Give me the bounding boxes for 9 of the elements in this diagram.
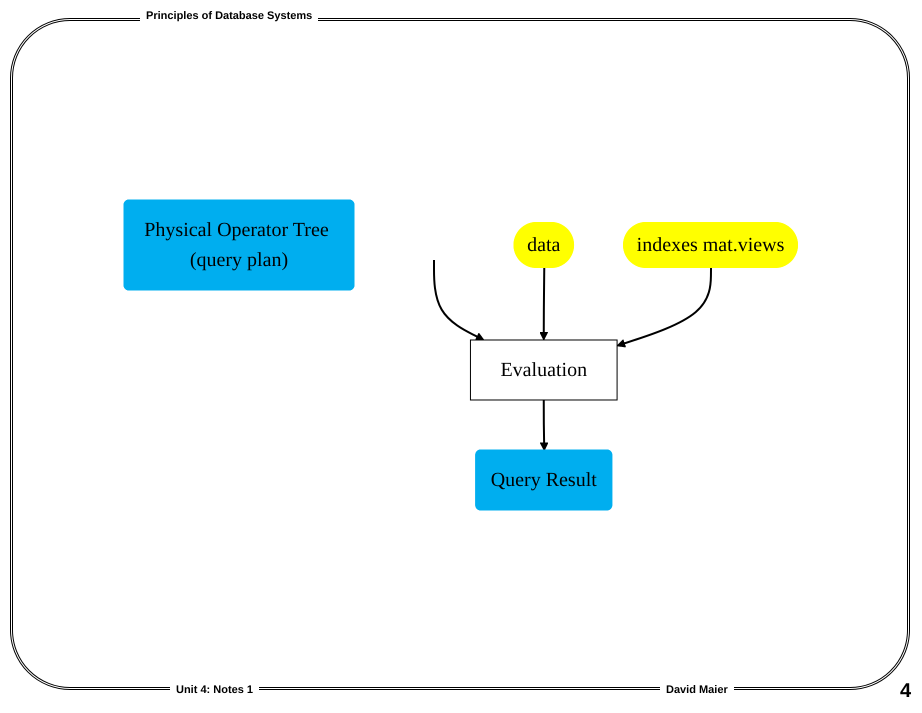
arrow xyxy=(540,268,548,340)
arrow xyxy=(616,268,712,348)
arrow xyxy=(433,260,485,340)
footer-text: Unit 4: Notes 1 xyxy=(170,684,260,696)
page-number: 4 xyxy=(900,680,912,703)
node-box: Evaluation xyxy=(470,340,618,400)
arrow xyxy=(540,400,549,451)
header-text: Principles of Database Systems xyxy=(140,10,318,22)
author-text: David Maier xyxy=(660,684,734,696)
